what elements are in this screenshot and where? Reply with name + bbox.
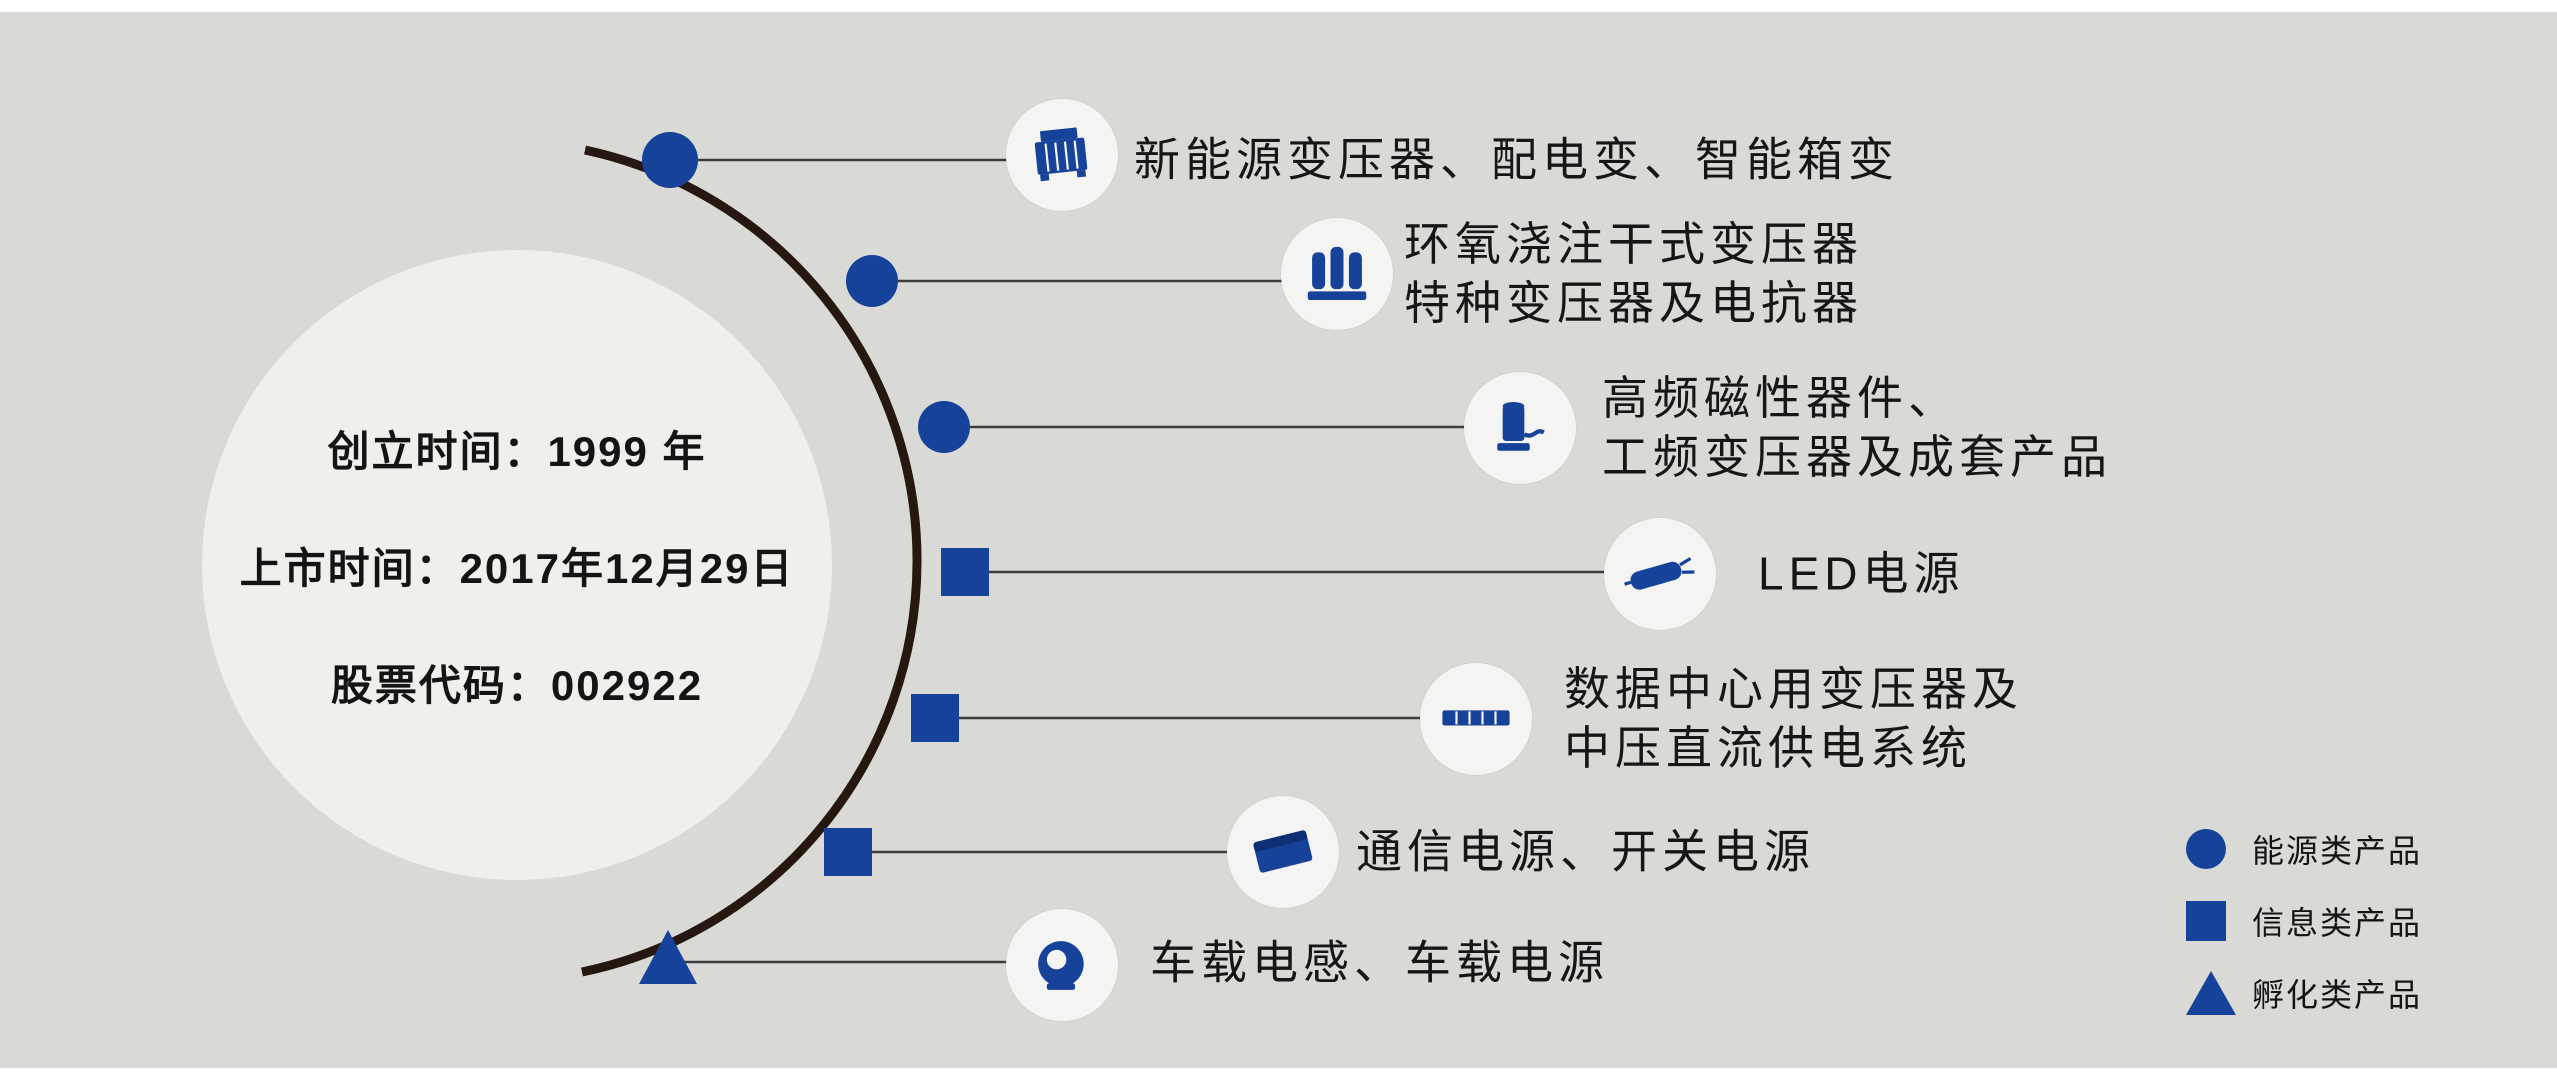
product-label-line: 高频磁性器件、 [1602, 372, 1959, 425]
product-label: 车载电感、车载电源 [1150, 934, 1609, 993]
stock-code-text: 股票代码：002922 [330, 661, 704, 709]
square-marker-shape [2186, 901, 2226, 941]
product-label: 高频磁性器件、 工频变压器及成套产品 [1602, 369, 2112, 487]
dry-type-transformer-icon [1307, 246, 1367, 300]
product-icon-circle [1281, 218, 1393, 330]
timeline-arc [581, 145, 922, 977]
product-icon-circle [1464, 372, 1576, 484]
incubation-triangle-marker [639, 930, 697, 984]
legend-label: 信息类产品 [2252, 905, 2423, 941]
top-margin-strip [0, 0, 2557, 12]
vehicle-inductor-icon [1038, 941, 1084, 990]
square-marker-icon [2186, 901, 2238, 941]
telecom-power-icon [1253, 830, 1313, 873]
product-label-line: LED电源 [1758, 547, 1965, 600]
product-label: 通信电源、开关电源 [1356, 823, 1815, 882]
product-label-line: 车载电感、车载电源 [1150, 936, 1609, 989]
information-square-marker [824, 828, 872, 876]
founded-date-text: 创立时间：1999 年 [327, 427, 707, 475]
product-label-line: 通信电源、开关电源 [1356, 825, 1815, 878]
listing-date-text: 上市时间：2017年12月29日 [239, 544, 795, 592]
product-label: 新能源变压器、配电变、智能箱变 [1134, 131, 1899, 190]
product-label-line: 中压直流供电系统 [1564, 722, 1972, 774]
product-label-line: 数据中心用变压器及 [1564, 663, 2023, 716]
energy-circle-marker [846, 255, 898, 307]
triangle-marker-icon [2186, 971, 2238, 1015]
bottom-margin-strip [0, 1068, 2557, 1082]
energy-circle-marker [918, 401, 970, 453]
information-square-marker [911, 694, 959, 742]
box-transformer-icon [1034, 127, 1088, 182]
legend-item-incubation: 孵化类产品 [2186, 970, 2422, 1016]
product-icon-circle [1227, 796, 1339, 908]
product-label: 数据中心用变压器及 中压直流供电系统 [1564, 660, 2023, 778]
hf-magnetics-icon [1497, 402, 1545, 451]
product-label-line: 工频变压器及成套产品 [1602, 431, 2112, 483]
information-square-marker [941, 548, 989, 596]
product-icon-circle [1604, 518, 1716, 630]
triangle-marker-shape [2186, 971, 2236, 1015]
product-label: 环氧浇注干式变压器 特种变压器及电抗器 [1404, 215, 1863, 333]
legend-item-energy: 能源类产品 [2186, 826, 2422, 872]
led-power-icon [1624, 557, 1695, 590]
product-icon-circle [1006, 99, 1118, 211]
energy-circle-marker [642, 132, 698, 188]
legend-label: 能源类产品 [2252, 833, 2423, 869]
legend-label: 孵化类产品 [2252, 977, 2423, 1013]
product-icon-circle [1420, 663, 1532, 775]
datacenter-power-icon [1442, 710, 1510, 726]
product-label-line: 环氧浇注干式变压器 [1404, 218, 1863, 271]
legend-item-information: 信息类产品 [2186, 898, 2422, 944]
company-info-circle: 创立时间：1999 年 上市时间：2017年12月29日 股票代码：002922 [202, 250, 832, 880]
circle-marker-shape [2186, 829, 2226, 869]
product-label-line: 特种变压器及电抗器 [1404, 277, 1863, 329]
product-icon-circle [1006, 909, 1118, 1021]
product-label: LED电源 [1758, 545, 1964, 604]
legend: 能源类产品 信息类产品 孵化类产品 [2186, 826, 2422, 1042]
circle-marker-icon [2186, 829, 2238, 869]
product-label-line: 新能源变压器、配电变、智能箱变 [1134, 133, 1899, 186]
